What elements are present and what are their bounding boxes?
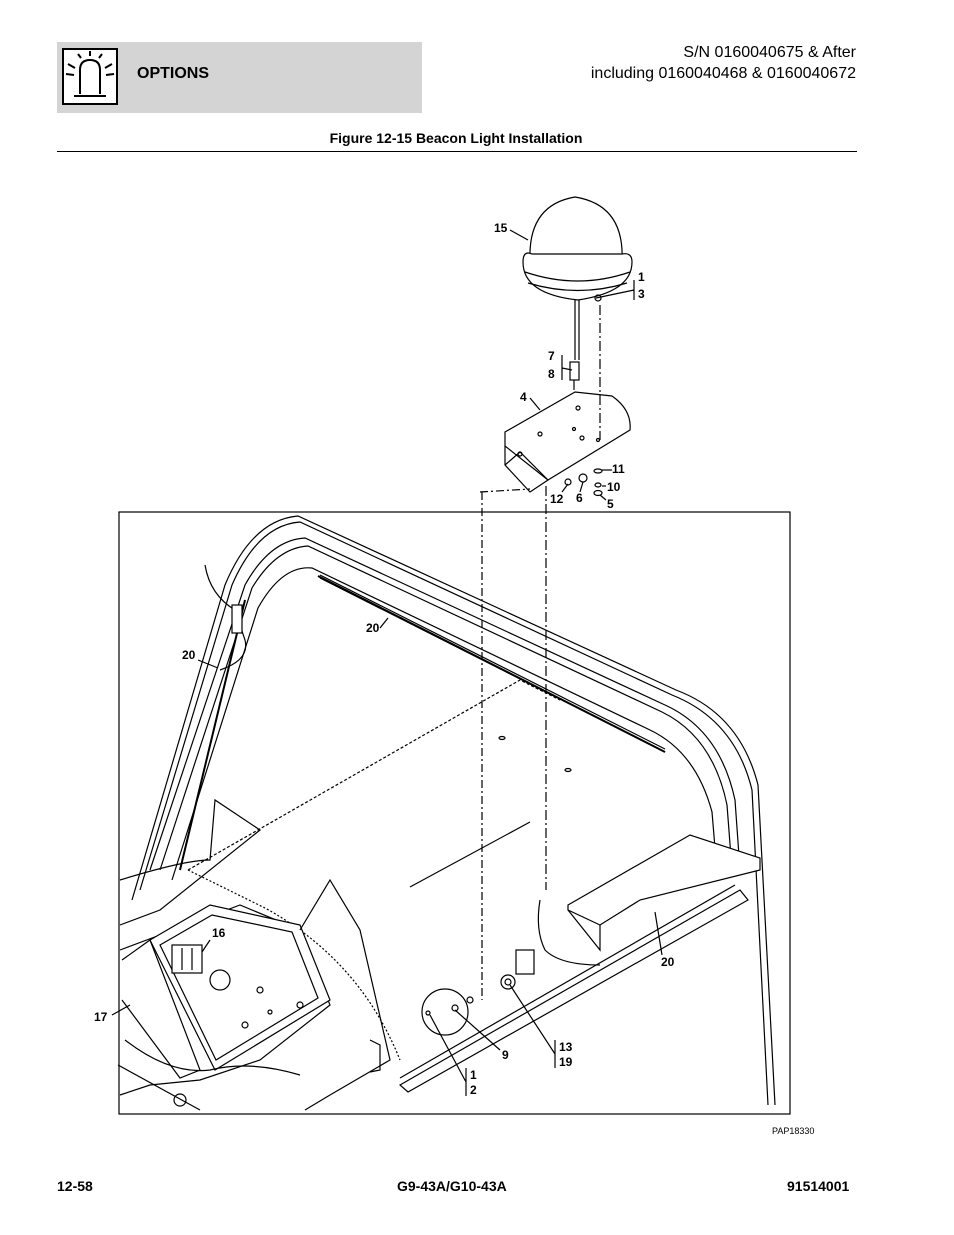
callout-19: 19	[559, 1055, 573, 1069]
callout-5: 5	[607, 497, 614, 511]
figure-title: Figure 12-15 Beacon Light Installation	[329, 130, 583, 146]
detail-frame	[118, 511, 791, 1115]
callout-20-right: 20	[661, 955, 675, 969]
callout-6: 6	[576, 491, 583, 505]
beacon-light-icon	[62, 48, 118, 105]
overhead-guard	[131, 515, 776, 1106]
model-number: G9-43A/G10-43A	[397, 1178, 507, 1194]
operator-cab	[117, 798, 391, 1111]
section-label: OPTIONS	[137, 65, 210, 82]
serial-number-range: S/N 0160040675 & After including 0160040…	[591, 42, 856, 84]
mounting-bracket	[504, 391, 631, 493]
callout-9: 9	[502, 1048, 509, 1062]
callout-10: 10	[607, 480, 621, 494]
beacon-light-dome	[522, 196, 633, 360]
callout-13: 13	[559, 1040, 573, 1054]
callout-7: 7	[548, 349, 555, 363]
callout-3: 3	[638, 287, 645, 301]
callout-1-lower: 1	[470, 1068, 477, 1082]
callout-1: 1	[638, 270, 645, 284]
document-number: 91514001	[787, 1178, 850, 1194]
serial-line-2: including 0160040468 & 0160040672	[590, 65, 856, 82]
drawing-code: PAP18330	[772, 1126, 815, 1136]
callout-12: 12	[550, 492, 564, 506]
callout-2: 2	[470, 1083, 477, 1097]
callout-4: 4	[520, 390, 527, 404]
callout-8: 8	[548, 367, 555, 381]
callout-15: 15	[494, 221, 508, 235]
callout-16: 16	[212, 926, 226, 940]
callout-20-left: 20	[182, 648, 196, 662]
connector	[569, 361, 580, 390]
callout-11: 11	[612, 462, 625, 476]
callout-20-top: 20	[366, 621, 380, 635]
page-number: 12-58	[57, 1178, 93, 1194]
serial-line-1: S/N 0160040675 & After	[683, 44, 856, 61]
header-rule	[57, 151, 857, 152]
callout-17: 17	[94, 1010, 108, 1024]
rear-mounting-bracket	[398, 834, 761, 1093]
